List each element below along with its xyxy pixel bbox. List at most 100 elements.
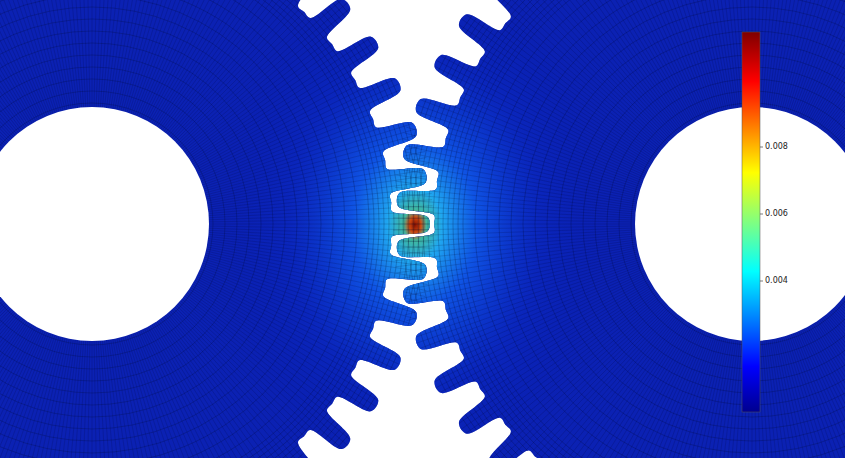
mesh-spoke	[0, 314, 17, 458]
mesh-spoke	[115, 339, 159, 458]
mesh-spoke	[0, 0, 38, 120]
mesh-spoke	[540, 0, 683, 130]
mesh-spoke	[445, 285, 652, 411]
tick-mark	[760, 281, 763, 282]
mesh-spoke	[715, 340, 740, 458]
mesh-spoke	[410, 115, 641, 188]
mesh-spoke	[452, 288, 654, 421]
mesh-spoke	[470, 296, 660, 445]
mesh-spoke	[74, 341, 86, 458]
mesh-spoke	[766, 340, 795, 458]
mesh-spoke	[14, 0, 66, 110]
mesh-spoke	[0, 312, 15, 458]
mesh-ring	[0, 0, 424, 458]
mesh-spoke	[176, 0, 337, 143]
mesh-ring	[428, 0, 845, 458]
mesh-spoke	[203, 261, 416, 332]
mesh-spoke	[209, 200, 432, 216]
shaft-bore	[0, 107, 209, 341]
mesh-spoke	[127, 336, 194, 458]
mesh-spoke	[691, 339, 732, 458]
mesh-spoke	[0, 311, 14, 458]
mesh-spoke	[393, 218, 635, 222]
mesh-spoke	[20, 0, 68, 110]
mesh-spoke	[394, 232, 635, 249]
mesh-spoke	[135, 0, 217, 115]
mesh-spoke	[0, 299, 2, 443]
mesh-spoke	[0, 308, 11, 458]
mesh-spoke	[811, 0, 845, 123]
mesh-spoke	[162, 0, 296, 130]
mesh-spoke	[96, 341, 104, 458]
mesh-spoke	[184, 296, 361, 433]
color-bar-ticks	[760, 147, 763, 281]
mesh-spoke	[94, 341, 98, 458]
mesh-spoke	[661, 0, 722, 111]
mesh-spoke	[462, 12, 657, 155]
mesh-spoke	[762, 341, 783, 458]
mesh-spoke	[0, 297, 1, 438]
mesh-spoke	[202, 105, 412, 183]
mesh-spoke	[393, 228, 635, 236]
mesh-spoke	[0, 0, 34, 122]
mesh-spoke	[148, 327, 255, 458]
mesh-ring	[443, 0, 845, 458]
mesh-spoke	[393, 224, 635, 225]
mesh-spoke	[511, 0, 673, 137]
mesh-spoke	[190, 287, 378, 408]
mesh-spoke	[490, 0, 667, 144]
mesh-spoke	[433, 278, 648, 389]
mesh-spoke	[455, 22, 655, 158]
mesh-spoke	[187, 292, 369, 423]
mesh-spoke	[394, 193, 635, 214]
mesh-spoke	[165, 0, 306, 133]
mesh-spoke	[148, 0, 255, 121]
mesh-spoke	[109, 340, 141, 458]
mesh-spoke	[824, 0, 845, 132]
mesh-spoke	[180, 301, 349, 448]
mesh-spoke	[721, 341, 742, 458]
mesh-spoke	[673, 0, 726, 110]
mesh-spoke	[474, 298, 662, 451]
tick-mark	[760, 214, 763, 215]
mesh-spoke	[199, 271, 404, 360]
mesh-spoke	[609, 0, 705, 117]
mesh-spoke	[764, 340, 789, 458]
mesh-ring	[413, 0, 845, 458]
mesh-spoke	[398, 163, 636, 204]
mesh-spoke	[459, 17, 657, 157]
mesh-spoke	[844, 296, 845, 445]
mesh-spoke	[799, 331, 845, 458]
mesh-spoke	[603, 0, 703, 117]
mesh-spoke	[485, 302, 665, 458]
mesh-spoke	[840, 0, 845, 147]
mesh-spoke	[797, 332, 845, 458]
mesh-spoke	[691, 0, 732, 109]
mesh-spoke	[399, 157, 637, 202]
mesh-spoke	[107, 0, 135, 108]
mesh-spoke	[835, 307, 845, 458]
mesh-spoke	[157, 321, 281, 458]
mesh-spoke	[0, 334, 53, 458]
mesh-spoke	[813, 324, 845, 458]
tick-label: 0.004	[765, 277, 788, 285]
mesh-spoke	[829, 0, 845, 136]
mesh-spoke	[452, 27, 654, 160]
mesh-spoke	[455, 290, 655, 426]
mesh-spoke	[632, 0, 713, 114]
mesh-spoke	[770, 340, 807, 458]
mesh-spoke	[86, 0, 90, 107]
mesh-spoke	[408, 121, 640, 190]
mesh-ring	[0, 0, 399, 458]
mesh-spoke	[202, 111, 413, 186]
mesh-spoke	[521, 0, 677, 135]
mesh-spoke	[204, 259, 418, 326]
mesh-spoke	[0, 0, 36, 121]
mesh-spoke	[0, 0, 53, 114]
mesh-spoke	[550, 0, 686, 127]
color-bar	[742, 32, 760, 412]
mesh-spoke	[86, 341, 90, 458]
mesh-spoke	[620, 333, 709, 458]
